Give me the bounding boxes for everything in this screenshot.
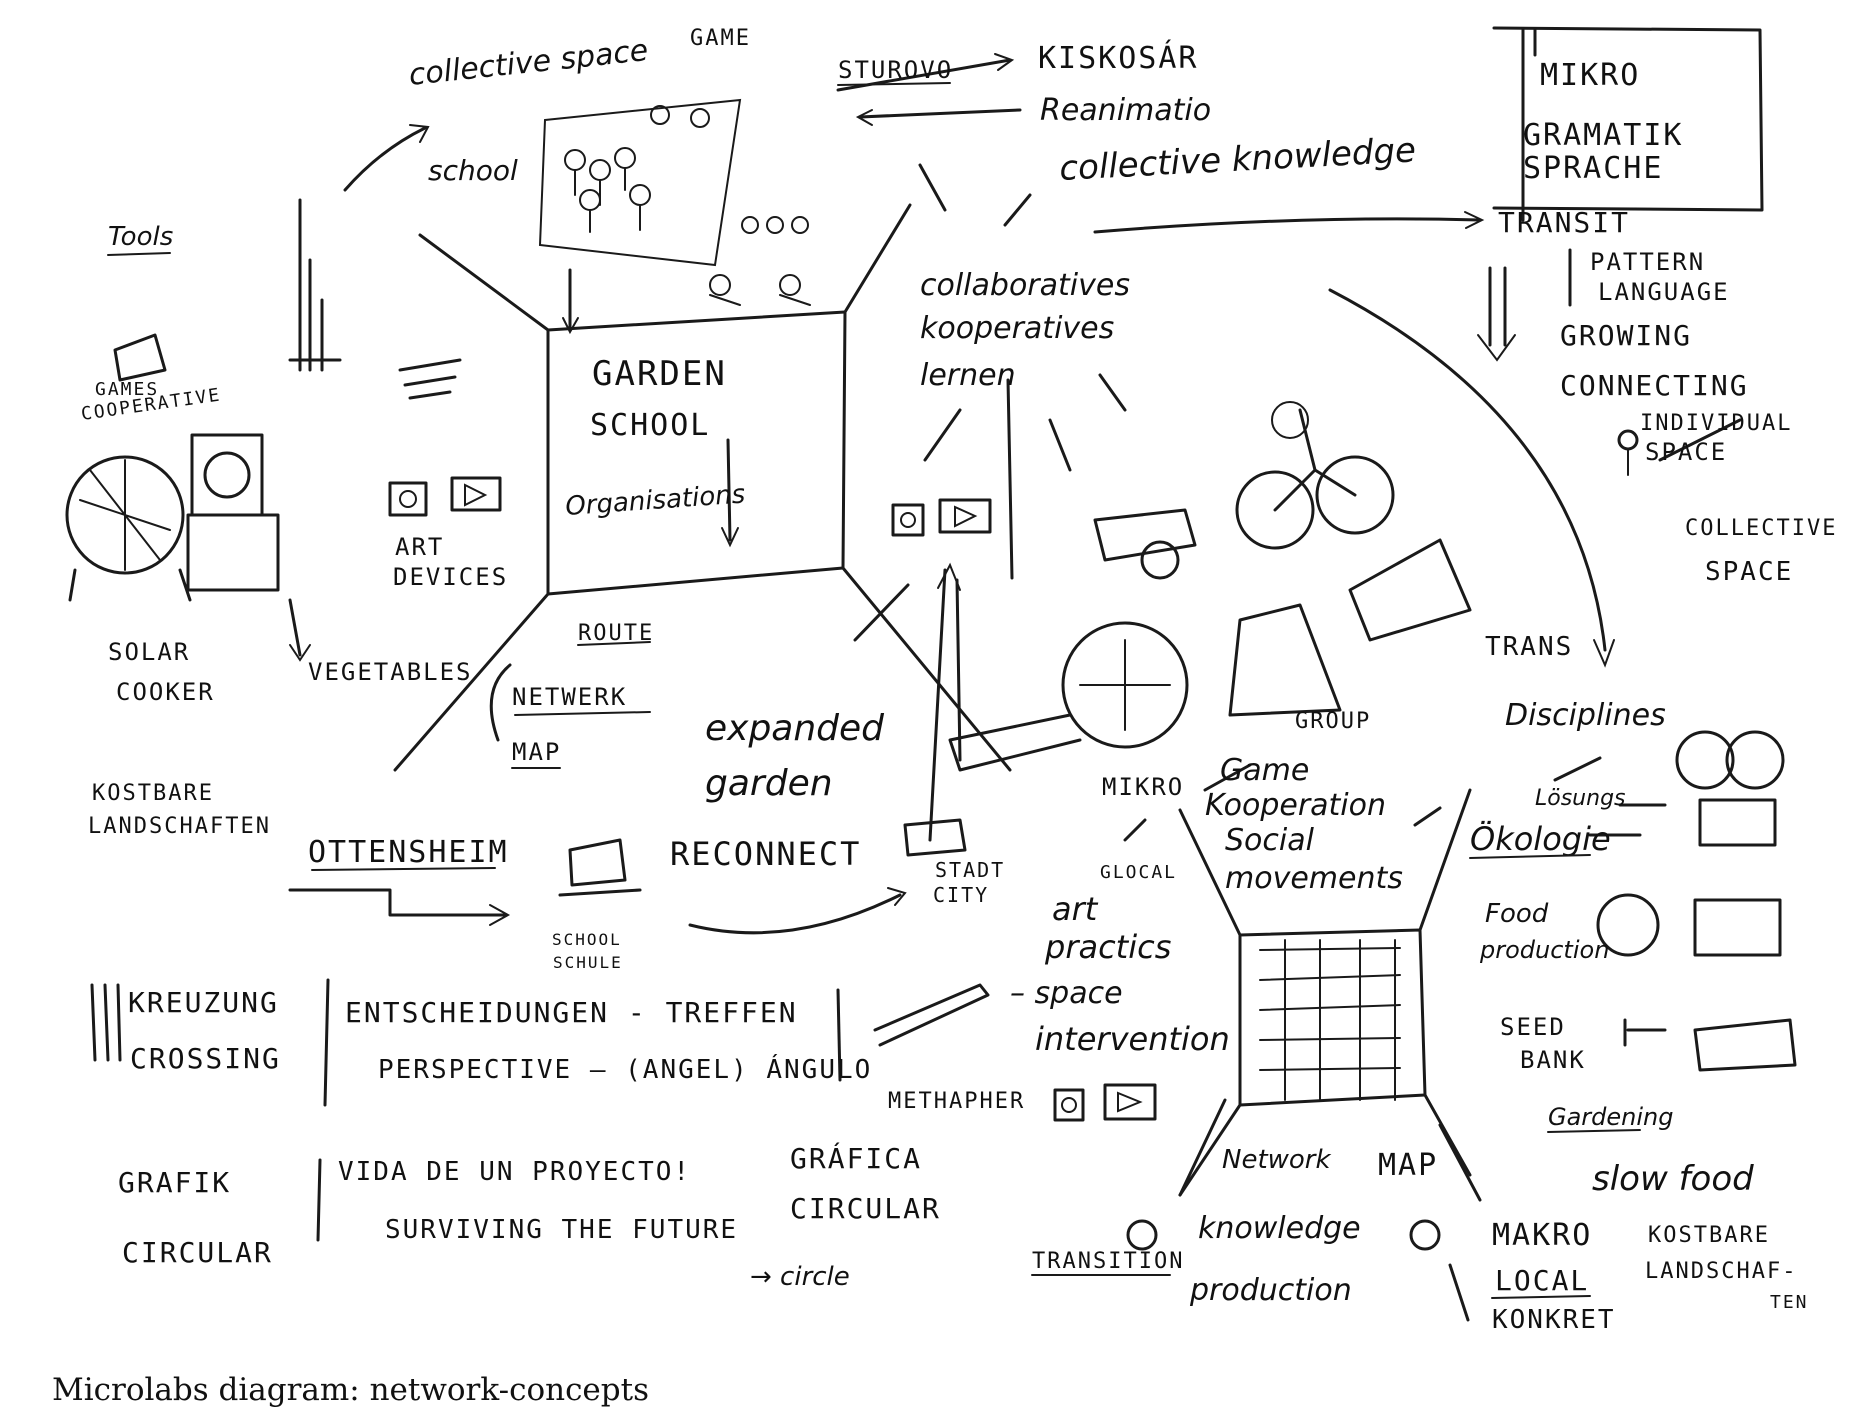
label-lernen: lernen xyxy=(920,358,1016,393)
label-collective-space: collective space xyxy=(407,33,650,93)
label-reconnect: RECONNECT xyxy=(670,835,861,873)
label-surviving: SURVIVING THE FUTURE xyxy=(385,1215,738,1245)
label-konkret: KONKRET xyxy=(1492,1305,1616,1335)
label-bank: BANK xyxy=(1520,1046,1586,1074)
label-map: MAP xyxy=(512,738,561,766)
label-vida: VIDA DE UN PROYECTO! xyxy=(338,1157,691,1187)
label-tools: Tools xyxy=(108,222,173,252)
label-connecting: CONNECTING xyxy=(1560,369,1749,402)
label-kooperation: Kooperation xyxy=(1205,788,1386,823)
label-practics: practics xyxy=(1044,928,1171,966)
label-trans: TRANS xyxy=(1485,632,1573,662)
label-devices: DEVICES xyxy=(393,563,508,591)
label-garden: GARDEN xyxy=(592,354,727,394)
label-seed: SEED xyxy=(1500,1013,1566,1041)
label-slow-food: slow food xyxy=(1592,1159,1754,1199)
label-production: production xyxy=(1479,936,1609,964)
label-language: LANGUAGE xyxy=(1598,278,1730,306)
label-grafica: GRÁFICA xyxy=(790,1141,922,1175)
label-disciplines: Disciplines xyxy=(1505,698,1666,733)
label-food: Food xyxy=(1485,899,1549,929)
connector-arrows xyxy=(290,54,1665,1320)
label-expanded: expanded xyxy=(705,708,885,749)
label-reanimatio: Reanimatio xyxy=(1040,93,1211,128)
label-kostbare-2: KOSTBARE xyxy=(1648,1223,1770,1248)
label-knowledge: knowledge xyxy=(1198,1211,1361,1246)
label-game: GAME xyxy=(690,26,751,51)
label-collective-caps: COLLECTIVE xyxy=(1685,516,1837,541)
collective-space-figures xyxy=(540,100,810,305)
label-network: Network xyxy=(1222,1145,1332,1175)
label-individual-space: SPACE xyxy=(1645,438,1727,466)
label-circle: → circle xyxy=(750,1262,850,1292)
label-collective-knowledge: collective knowledge xyxy=(1058,130,1417,189)
label-methapher: METHAPHER xyxy=(888,1089,1025,1114)
label-cooker: COOKER xyxy=(116,678,215,706)
label-landschaf: LANDSCHAF- xyxy=(1645,1259,1797,1284)
label-perspective: PERSPECTIVE – (ANGEL) ÁNGULO xyxy=(378,1053,872,1085)
label-organisations: Organisations xyxy=(564,479,746,521)
label-school: school xyxy=(428,154,518,187)
label-transition: TRANSITION xyxy=(1032,1249,1184,1274)
label-intervention: intervention xyxy=(1035,1020,1230,1058)
label-netwerk: NETWERK xyxy=(512,683,627,711)
label-kooperatives: kooperatives xyxy=(920,311,1114,346)
label-circular: CIRCULAR xyxy=(122,1236,273,1269)
label-stadt: STADT xyxy=(935,858,1005,882)
label-mikro: MIKRO xyxy=(1540,58,1640,93)
label-social: Social xyxy=(1225,823,1315,858)
label-okologie: Ökologie xyxy=(1470,820,1611,858)
label-school-caps: SCHOOL xyxy=(590,408,710,443)
diagram-caption: Microlabs diagram: network-concepts xyxy=(52,1372,649,1408)
label-kostbare: KOSTBARE xyxy=(92,781,214,806)
label-school-schule-1: SCHOOL xyxy=(552,930,622,949)
label-collaboratives: collaboratives xyxy=(920,268,1130,303)
label-pattern: PATTERN xyxy=(1590,248,1705,276)
label-gardening: Gardening xyxy=(1548,1103,1674,1131)
label-group: GROUP xyxy=(1295,709,1371,734)
label-city: CITY xyxy=(933,883,989,907)
label-ten: TEN xyxy=(1770,1292,1809,1313)
label-ottensheim: OTTENSHEIM xyxy=(308,835,509,870)
label-entscheidungen: ENTSCHEIDUNGEN - TREFFEN xyxy=(345,996,798,1029)
label-school-schule-2: SCHULE xyxy=(553,953,623,972)
label-space: – space xyxy=(1010,976,1123,1011)
label-game-2: Game xyxy=(1220,753,1309,788)
label-local: LOCAL xyxy=(1495,1264,1589,1297)
label-map-caps: MAP xyxy=(1378,1148,1438,1183)
label-losungs: Lösungs xyxy=(1535,786,1626,811)
label-solar: SOLAR xyxy=(108,638,190,666)
label-growing: GROWING xyxy=(1560,319,1692,352)
label-crossing: CROSSING xyxy=(130,1042,281,1075)
label-mikro-2: MIKRO xyxy=(1102,773,1184,801)
label-movements: movements xyxy=(1225,861,1403,896)
label-vegetables: VEGETABLES xyxy=(308,658,473,686)
label-sprache: SPRACHE xyxy=(1523,151,1663,186)
label-art: ART xyxy=(395,533,444,561)
label-sturovo: STUROVO xyxy=(838,56,953,84)
label-art-lc: art xyxy=(1052,890,1099,928)
label-individual: INDIVIDUAL xyxy=(1640,411,1792,436)
label-transit: TRANSIT xyxy=(1498,206,1630,239)
label-circular-2: CIRCULAR xyxy=(790,1192,941,1225)
label-production-2: production xyxy=(1189,1273,1352,1308)
label-garden-lc: garden xyxy=(705,763,833,804)
kooperation-box xyxy=(1180,790,1470,1195)
label-landschaften: LANDSCHAFTEN xyxy=(88,814,271,839)
label-makro: MAKRO xyxy=(1492,1218,1592,1253)
label-kreuzung: KREUZUNG xyxy=(128,986,279,1019)
label-kiskosar: KISKOSÁR xyxy=(1038,40,1199,76)
label-grafik: GRAFIK xyxy=(118,1166,231,1199)
label-glocal: GLOCAL xyxy=(1100,862,1177,883)
label-collective-space-caps: SPACE xyxy=(1705,557,1793,587)
label-gramatik: GRAMATIK xyxy=(1523,118,1684,153)
